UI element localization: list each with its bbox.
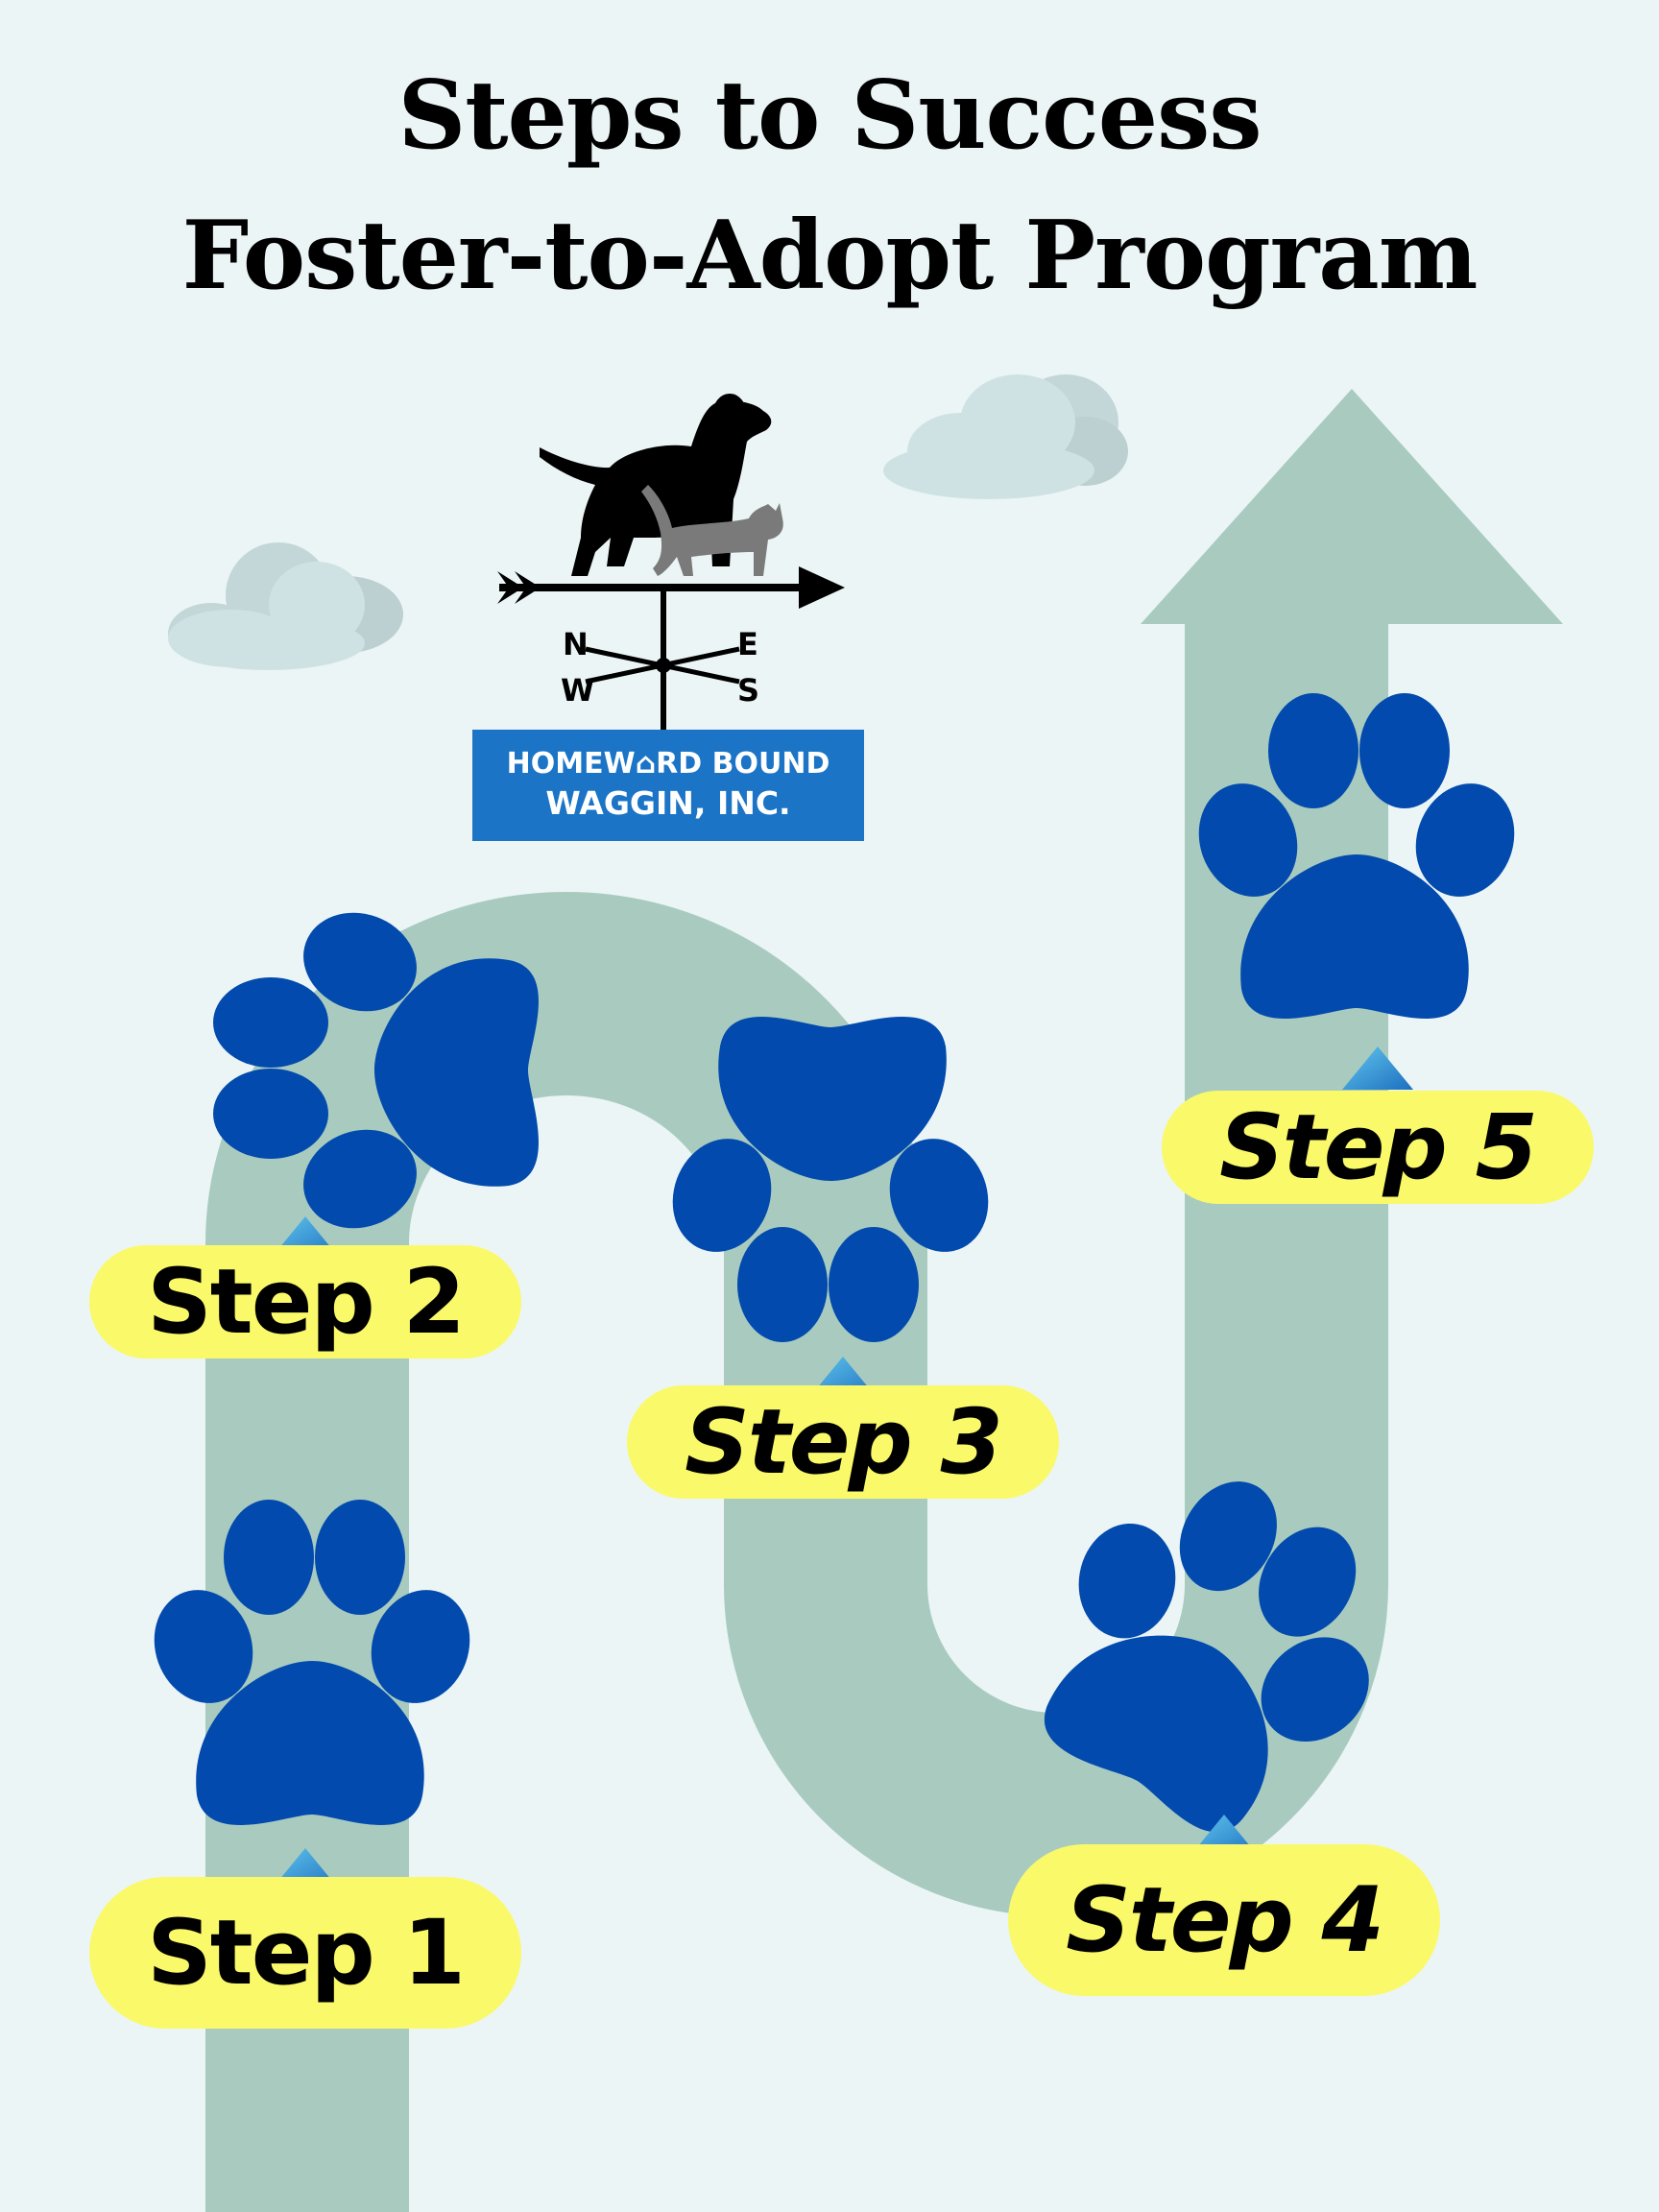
step-3-label: Step 3 xyxy=(627,1385,1059,1499)
cloud-icon xyxy=(168,542,403,670)
step-4-label: Step 4 xyxy=(1008,1844,1440,1996)
organization-name-line-2: WAGGIN, INC. xyxy=(472,784,864,822)
compass-east: E xyxy=(737,626,758,662)
compass-south: S xyxy=(737,672,759,709)
cloud-icon xyxy=(883,374,1128,499)
title-line-2: Foster-to-Adopt Program xyxy=(0,209,1659,303)
step-1-label: Step 1 xyxy=(89,1877,521,2029)
step-2-label: Step 2 xyxy=(89,1245,521,1358)
arrow-up-icon xyxy=(1141,389,1563,624)
step-5-label: Step 5 xyxy=(1162,1091,1594,1204)
paw-icon xyxy=(138,1500,485,1825)
compass-west: W xyxy=(561,672,594,709)
compass-north: N xyxy=(563,626,589,662)
organization-name-line-1: HOMEW⌂RD BOUND xyxy=(472,747,864,781)
step-2-text: Step 2 xyxy=(147,1250,464,1355)
organization-logo: HOMEW⌂RD BOUND WAGGIN, INC. xyxy=(472,730,864,841)
weathervane-icon xyxy=(497,566,845,732)
step-4-text: Step 4 xyxy=(1066,1868,1382,1973)
step-1-text: Step 1 xyxy=(147,1901,464,2006)
step-5-text: Step 5 xyxy=(1219,1095,1536,1200)
title-line-1: Steps to Success xyxy=(0,69,1659,163)
step-3-text: Step 3 xyxy=(685,1390,1001,1495)
